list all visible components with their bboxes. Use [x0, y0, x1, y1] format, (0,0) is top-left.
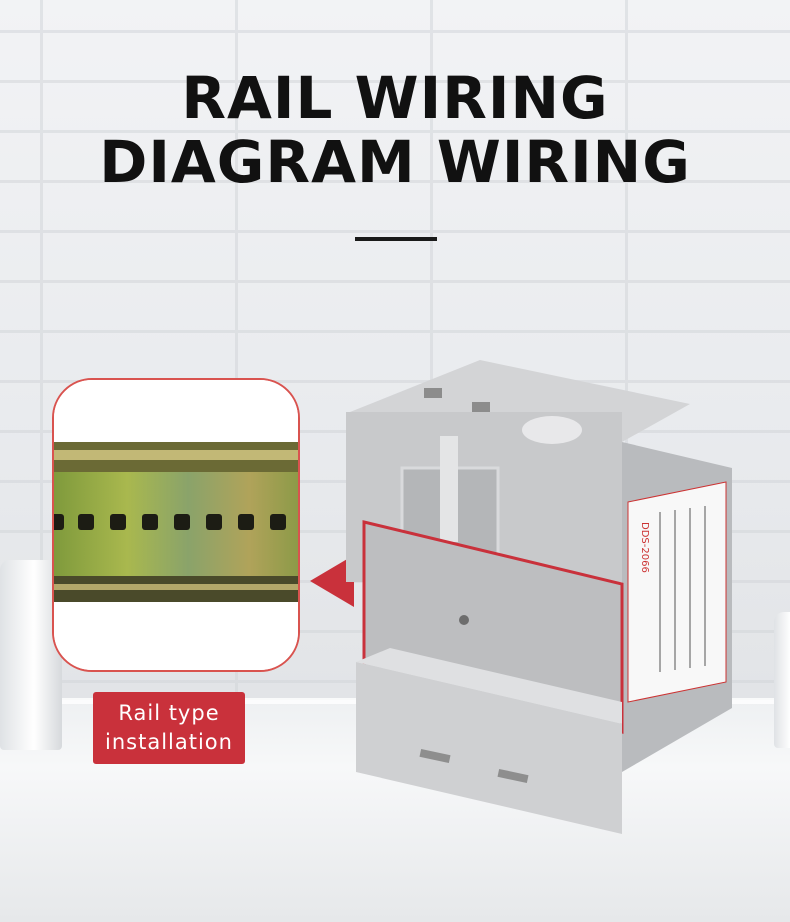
din-rail-closeup	[52, 378, 300, 672]
title-line-2: DIAGRAM WIRING	[99, 128, 691, 196]
page-title: RAIL WIRING DIAGRAM WIRING	[0, 66, 790, 194]
device-model-text: DDS-2066	[639, 522, 650, 573]
pointer-arrow-icon	[310, 555, 354, 607]
left-jar	[0, 560, 62, 750]
title-line-1: RAIL WIRING	[181, 64, 609, 132]
title-divider	[355, 237, 437, 241]
energy-meter-device: DDS-2066	[346, 360, 732, 834]
rail-type-badge: Rail type installation	[93, 692, 245, 764]
badge-line-1: Rail type	[118, 701, 220, 725]
device-lower-face	[356, 662, 622, 834]
device-label-sticker	[627, 481, 727, 703]
din-rail-image	[54, 380, 298, 670]
badge-line-2: installation	[105, 730, 233, 754]
right-jar	[774, 612, 790, 748]
